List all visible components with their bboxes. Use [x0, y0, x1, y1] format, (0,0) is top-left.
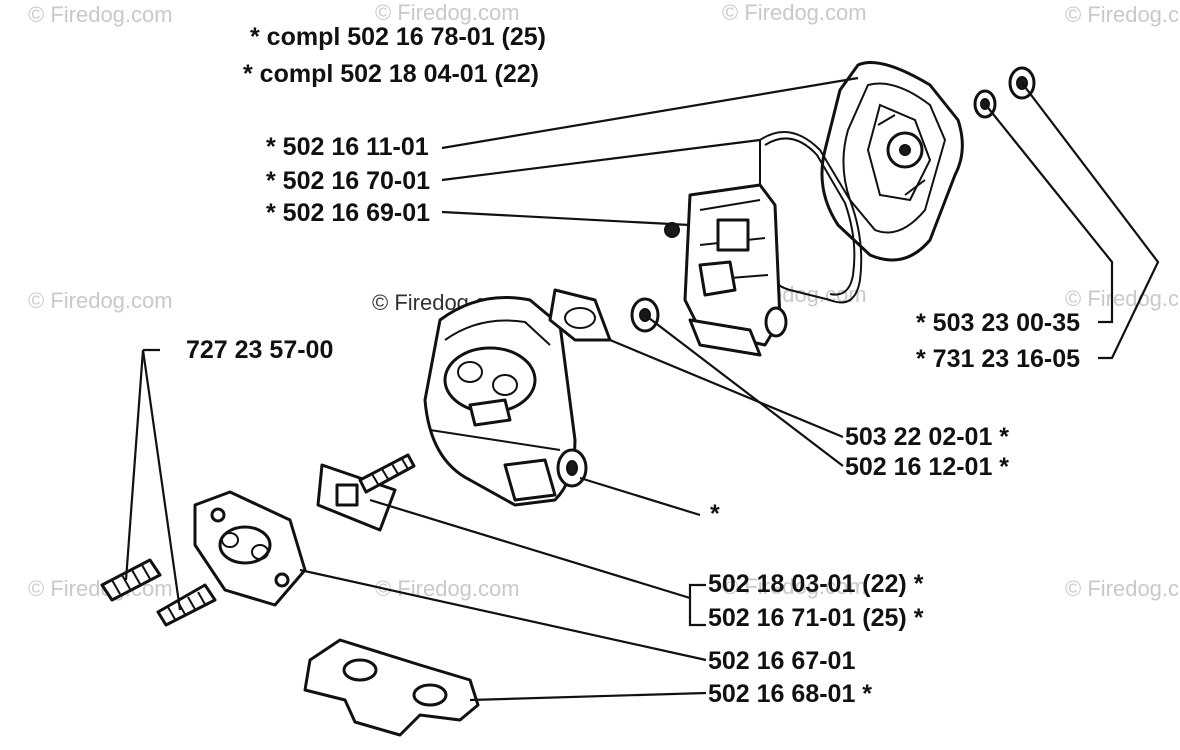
part-labels: * compl 502 16 78-01 (25) * compl 502 18… — [186, 23, 1080, 708]
label-727-23-57-00: 727 23 57-00 — [186, 336, 333, 364]
carburetor-part — [664, 183, 788, 357]
label-503-23-00-35: * 503 23 00-35 — [916, 309, 1080, 337]
muffler-part — [423, 296, 588, 507]
studs-part — [100, 558, 217, 627]
label-502-16-69-01: * 502 16 69-01 — [266, 199, 430, 227]
watermark-mid-left: © Firedog.com — [28, 288, 173, 313]
label-503-22-02-01: 503 22 02-01 * — [845, 423, 1009, 451]
watermark-bottom-center: © Firedog.com — [375, 576, 520, 601]
gasket-bracket-part — [193, 490, 307, 607]
label-502-16-11-01: * 502 16 11-01 — [266, 133, 429, 161]
watermark-bottom-far-right: © Firedog.com — [1065, 576, 1180, 601]
bottom-plate-part — [303, 638, 480, 737]
leader-lines — [124, 76, 1160, 702]
label-compl-25: * compl 502 16 78-01 (25) — [250, 23, 546, 51]
watermark-bottom-right: © Firedog.com — [722, 574, 867, 599]
air-filter-part — [820, 61, 964, 262]
label-502-16-12-01: 502 16 12-01 * — [845, 453, 1009, 481]
washers-part — [973, 66, 1036, 119]
label-502-16-68-01: 502 16 68-01 * — [708, 680, 872, 708]
label-502-18-03-01: 502 18 03-01 (22) * — [708, 570, 924, 598]
watermark-top-far-right: © Firedog.com — [1065, 2, 1180, 27]
watermark-mid-far-right: © Firedog.com — [1065, 286, 1180, 311]
label-muffler-star: * — [710, 500, 720, 528]
label-502-16-71-01: 502 16 71-01 (25) * — [708, 604, 924, 632]
flange-bolt-part — [316, 453, 416, 532]
label-731-23-16-05: * 731 23 16-05 — [916, 345, 1080, 373]
label-compl-22: * compl 502 18 04-01 (22) — [243, 60, 539, 88]
watermark-top-left: © Firedog.com — [28, 2, 173, 27]
label-502-16-67-01: 502 16 67-01 — [708, 647, 855, 675]
muffler-gasket-part — [548, 288, 612, 342]
watermark-top-right: © Firedog.com — [722, 0, 867, 25]
label-502-16-70-01: * 502 16 70-01 — [266, 167, 430, 195]
watermark-top-center: © Firedog.com — [375, 0, 520, 25]
